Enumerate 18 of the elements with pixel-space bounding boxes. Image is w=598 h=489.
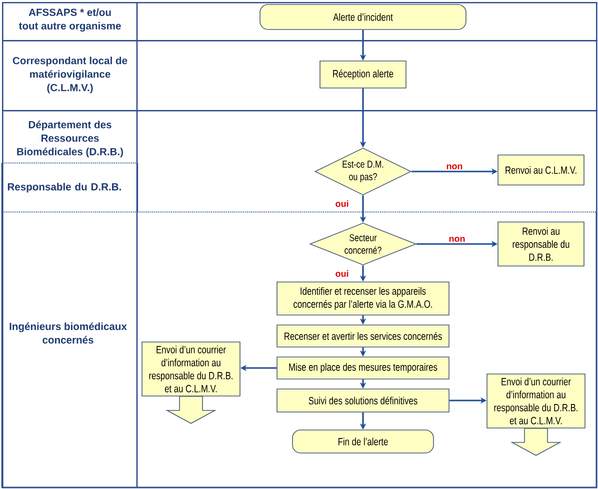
callout-box: Envoi d’un courrier d’information au responsable du D.R.B. et au C.L.M.V.: [486, 374, 586, 428]
terminator-box: Alerte d’incident: [260, 4, 466, 30]
process-box: Mise en place des mesures temporaires: [276, 356, 450, 380]
edge-label: non: [449, 236, 465, 242]
edge-label: oui: [336, 200, 348, 207]
process-box: Renvoi au responsable du D.R.B.: [498, 222, 584, 266]
block-arrow: [510, 428, 562, 456]
edge-label: oui: [336, 270, 348, 277]
process-box: Renvoi au C.L.M.V.: [498, 154, 584, 186]
block-arrow: [165, 396, 217, 424]
process-box: Recenser et avertir les services concernés: [276, 324, 450, 348]
callout-box: Envoi d’un courrier d’information au responsable du D.R.B. et au C.L.M.V.: [142, 342, 240, 396]
process-box: Identifier et recenser les appareils concernés par l’alerte via la G.M.A.O.: [276, 282, 450, 316]
process-box: Suivi des solutions définitives: [276, 388, 450, 412]
edge-label: non: [446, 164, 462, 170]
process-box: Réception alerte: [320, 60, 406, 88]
terminator-box: Fin de l’alerte: [292, 430, 434, 454]
lane-header: Responsable du D.R.B.: [1, 162, 138, 212]
